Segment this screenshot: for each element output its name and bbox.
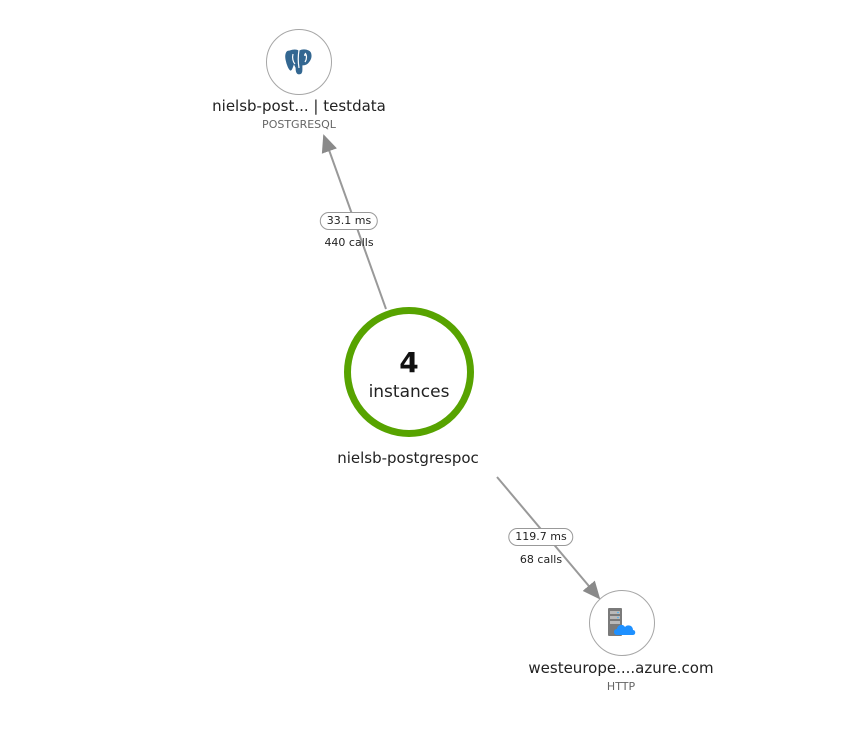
http-node-type: HTTP — [606, 680, 636, 693]
postgres-node[interactable] — [266, 29, 332, 95]
http-node-title: westeurope....azure.com — [528, 659, 714, 677]
edge-duration-postgres: 33.1 ms — [319, 212, 379, 230]
http-node[interactable] — [589, 590, 655, 656]
edge-calls-postgres: 440 calls — [324, 236, 374, 249]
app-node-name: nielsb-postgrespoc — [337, 449, 479, 467]
edge-duration-http: 119.7 ms — [508, 528, 574, 546]
app-node[interactable]: 4 instances — [344, 307, 474, 437]
postgres-node-title: nielsb-post... | testdata — [212, 97, 386, 115]
edge-calls-http: 68 calls — [519, 553, 563, 566]
server-cloud-icon — [608, 608, 636, 636]
instance-count: 4 — [399, 346, 419, 379]
postgres-node-type: POSTGRESQL — [262, 118, 336, 131]
instance-count-label: instances — [368, 382, 450, 402]
postgresql-elephant-icon — [284, 48, 313, 76]
